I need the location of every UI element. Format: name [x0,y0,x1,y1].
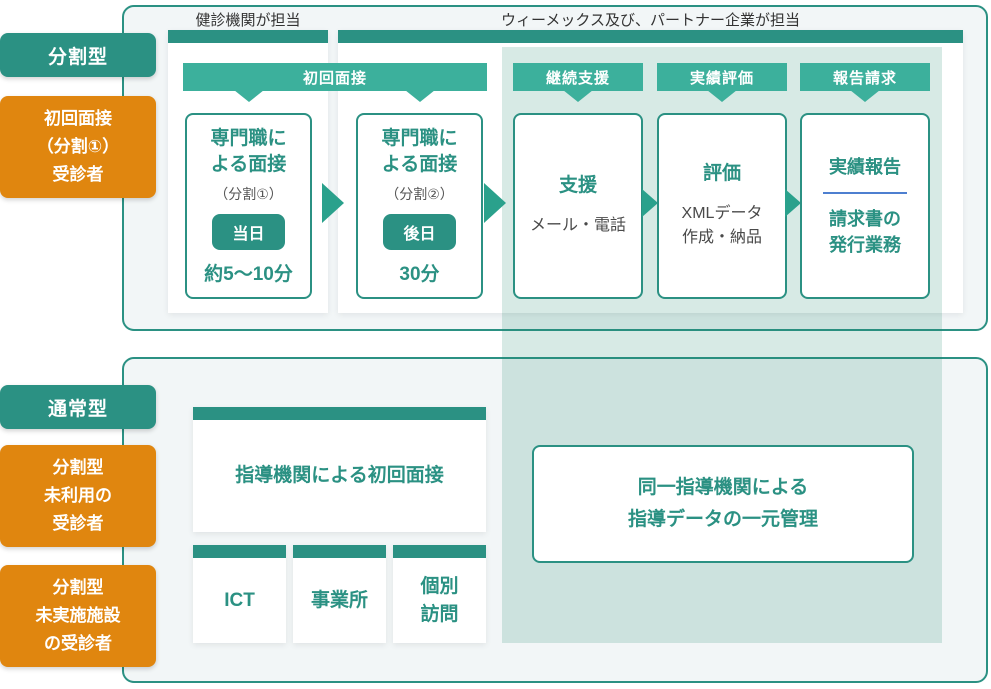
box-label: ICT [224,589,255,611]
step-title: 専門職に よる面接 [381,128,458,175]
channel-box-office: 事業所 [293,545,386,643]
step-desc: 請求書の 発行業務 [829,208,901,256]
panel-top-bar [168,30,328,43]
step-duration: 約5〜10分 [204,263,293,285]
box-top-bar [193,545,286,558]
row-label-nonimplementing-patient: 分割型 未実施施設 の受診者 [0,565,156,667]
timing-badge: 後日 [383,213,456,250]
step-subtitle: （分割②） [385,185,454,202]
step-desc: メール・電話 [529,216,626,234]
banner-notch [563,90,593,102]
step-duration: 30分 [399,263,440,285]
flow-arrow-right-icon [484,183,506,223]
row-label-normal-type: 通常型 [0,385,156,429]
box-top-bar [293,545,386,558]
row-label-nonuser-patient: 分割型 未利用の 受診者 [0,445,156,547]
box-top-bar [393,545,486,558]
phase-banner-evaluation: 実績評価 [657,63,787,91]
phase-banner-billing: 報告請求 [800,63,930,91]
box-top-bar [193,407,486,420]
step-title: 評価 [702,162,741,184]
flow-arrow-right-icon [322,183,344,223]
banner-notch [405,90,435,102]
banner-notch [234,90,264,102]
step-box-support: 支援 メール・電話 [513,113,643,299]
panel-top-bar [338,30,963,43]
banner-notch [850,90,880,102]
step-box-report-billing: 実績報告 請求書の 発行業務 [800,113,930,299]
phase-banner-support: 継続支援 [513,63,643,91]
header-wemex-partner: ウィーメックス及び、パートナー企業が担当 [501,12,800,29]
step-title: 支援 [558,175,597,197]
step-box-interview-1: 専門職に よる面接 （分割①） 当日 約5〜10分 [185,113,312,299]
header-checkup-org: 健診機関が担当 [195,12,301,29]
step-subtitle: （分割①） [214,185,283,202]
channel-box-ict: ICT [193,545,286,643]
flow-arrow-right-icon [642,189,658,217]
row-label-split-patient: 初回面接 （分割①） 受診者 [0,96,156,198]
box-label: 事業所 [310,589,368,611]
banner-notch [707,90,737,102]
box-label: 指導機関による初回面接 [235,465,444,487]
step-box-interview-2: 専門職に よる面接 （分割②） 後日 30分 [356,113,483,299]
step-title: 専門職に よる面接 [210,128,287,175]
box-label: 個別 訪問 [420,575,459,625]
phase-banner-first-interview: 初回面接 [183,63,487,91]
step-desc: XMLデータ 作成・納品 [681,204,763,247]
divider-line [823,191,907,194]
step-title: 実績報告 [829,156,901,177]
timing-badge: 当日 [212,213,285,250]
row-label-split-type: 分割型 [0,33,156,77]
channel-box-home-visit: 個別 訪問 [393,545,486,643]
first-interview-box: 指導機関による初回面接 [193,407,486,532]
unified-data-management-box: 同一指導機関による 指導データの一元管理 [532,445,914,563]
flow-arrow-right-icon [785,189,801,217]
step-box-evaluation: 評価 XMLデータ 作成・納品 [657,113,787,299]
